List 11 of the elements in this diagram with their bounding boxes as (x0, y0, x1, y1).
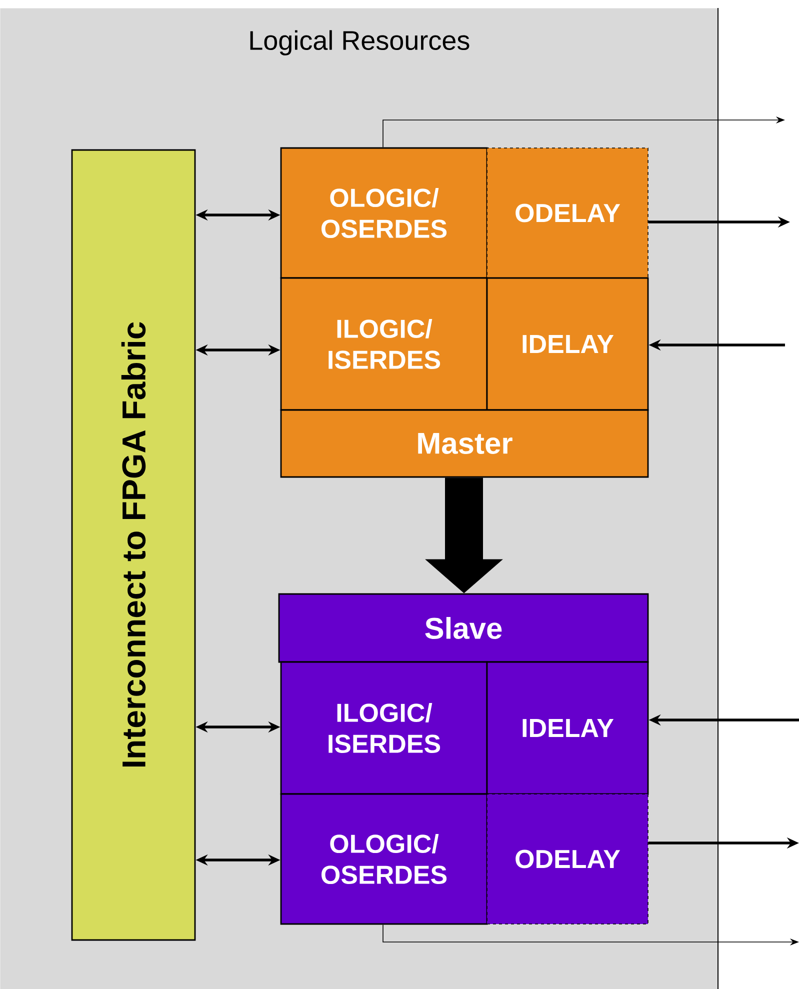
delay-block: ODELAY (486, 794, 648, 924)
slave-bar: Slave (278, 593, 649, 663)
interconnect-bar: Interconnect to FPGA Fabric (71, 149, 196, 941)
delay-block: IDELAY (486, 277, 649, 411)
logic-block: ILOGIC/ ISERDES (280, 661, 488, 795)
delay-block: ODELAY (486, 148, 648, 278)
logic-block: ILOGIC/ ISERDES (280, 277, 488, 411)
logic-block: OLOGIC/ OSERDES (280, 793, 488, 925)
delay-block: IDELAY (486, 661, 649, 795)
logic-block: OLOGIC/ OSERDES (280, 147, 488, 279)
master-bar: Master (280, 409, 649, 478)
